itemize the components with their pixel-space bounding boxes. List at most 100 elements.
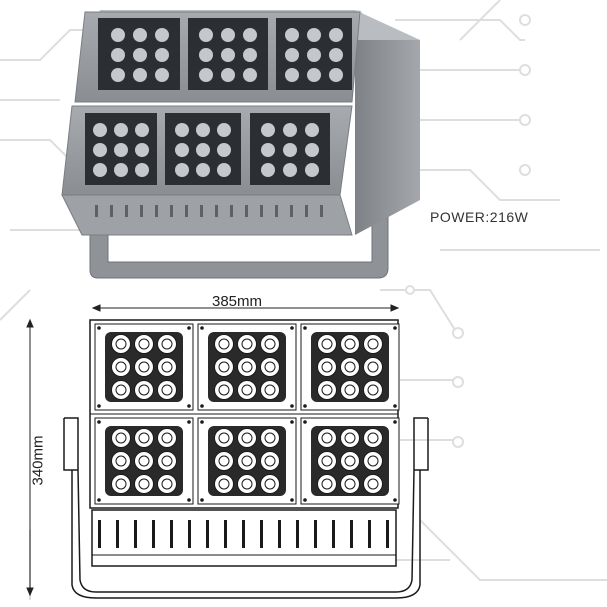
- led-lens: [134, 451, 154, 471]
- screw: [200, 404, 204, 408]
- led-lens: [363, 474, 383, 494]
- led-lens: [111, 334, 131, 354]
- screw: [187, 498, 191, 502]
- led-lens: [340, 474, 360, 494]
- led-lens: [134, 380, 154, 400]
- screw: [303, 326, 307, 330]
- screw: [200, 498, 204, 502]
- led-core: [321, 338, 333, 350]
- led-core: [161, 338, 173, 350]
- led-core: [115, 384, 127, 396]
- led-core: [241, 455, 253, 467]
- screw: [200, 420, 204, 424]
- led-lens: [214, 451, 234, 471]
- led-lens: [317, 380, 337, 400]
- led-lens: [260, 357, 280, 377]
- led-core: [367, 432, 379, 444]
- led-core: [115, 432, 127, 444]
- led-lens: [260, 380, 280, 400]
- led-lens: [317, 474, 337, 494]
- screw: [187, 404, 191, 408]
- led-lens: [317, 357, 337, 377]
- led-lens: [340, 334, 360, 354]
- led-lens: [363, 334, 383, 354]
- led-lens: [214, 428, 234, 448]
- led-core: [138, 384, 150, 396]
- led-core: [264, 361, 276, 373]
- led-core: [218, 478, 230, 490]
- led-core: [367, 455, 379, 467]
- led-core: [241, 432, 253, 444]
- led-core: [115, 361, 127, 373]
- led-lens: [157, 357, 177, 377]
- led-lens: [363, 451, 383, 471]
- led-lens: [134, 357, 154, 377]
- led-core: [218, 455, 230, 467]
- led-lens: [260, 334, 280, 354]
- led-core: [344, 478, 356, 490]
- screw: [290, 420, 294, 424]
- led-lens: [340, 451, 360, 471]
- screw: [393, 420, 397, 424]
- led-core: [138, 361, 150, 373]
- led-core: [138, 432, 150, 444]
- led-core: [241, 361, 253, 373]
- led-lens: [363, 380, 383, 400]
- led-lens: [317, 334, 337, 354]
- led-lens: [134, 334, 154, 354]
- width-dimension: 385mm: [212, 293, 263, 310]
- led-core: [264, 455, 276, 467]
- led-lens: [237, 428, 257, 448]
- led-lens: [157, 474, 177, 494]
- screw: [97, 420, 101, 424]
- screw: [97, 404, 101, 408]
- led-core: [218, 361, 230, 373]
- led-lens: [363, 357, 383, 377]
- led-core: [161, 478, 173, 490]
- led-lens: [157, 380, 177, 400]
- led-core: [367, 338, 379, 350]
- led-core: [321, 384, 333, 396]
- led-lens: [111, 451, 131, 471]
- led-lens: [317, 451, 337, 471]
- led-lens: [134, 474, 154, 494]
- screw: [393, 404, 397, 408]
- led-lens: [111, 357, 131, 377]
- led-lens: [340, 380, 360, 400]
- led-core: [344, 361, 356, 373]
- screw: [290, 326, 294, 330]
- led-lens: [157, 451, 177, 471]
- power-label: POWER:216W: [430, 209, 529, 225]
- led-lens: [317, 428, 337, 448]
- led-core: [321, 432, 333, 444]
- led-lens: [157, 334, 177, 354]
- screw: [393, 498, 397, 502]
- led-core: [264, 432, 276, 444]
- led-lens: [260, 428, 280, 448]
- led-core: [264, 384, 276, 396]
- led-lens: [260, 474, 280, 494]
- led-lens: [237, 334, 257, 354]
- led-lens: [111, 380, 131, 400]
- led-lens: [214, 474, 234, 494]
- led-lens: [237, 474, 257, 494]
- led-core: [321, 455, 333, 467]
- led-core: [321, 361, 333, 373]
- led-core: [367, 361, 379, 373]
- screw: [187, 326, 191, 330]
- led-lens: [340, 428, 360, 448]
- led-core: [264, 478, 276, 490]
- led-lens: [214, 357, 234, 377]
- screw: [97, 498, 101, 502]
- led-lens: [214, 334, 234, 354]
- screw: [303, 498, 307, 502]
- screw: [200, 326, 204, 330]
- screw: [393, 326, 397, 330]
- led-lens: [363, 428, 383, 448]
- led-core: [264, 338, 276, 350]
- height-dimension: 340mm: [29, 435, 47, 486]
- led-core: [161, 361, 173, 373]
